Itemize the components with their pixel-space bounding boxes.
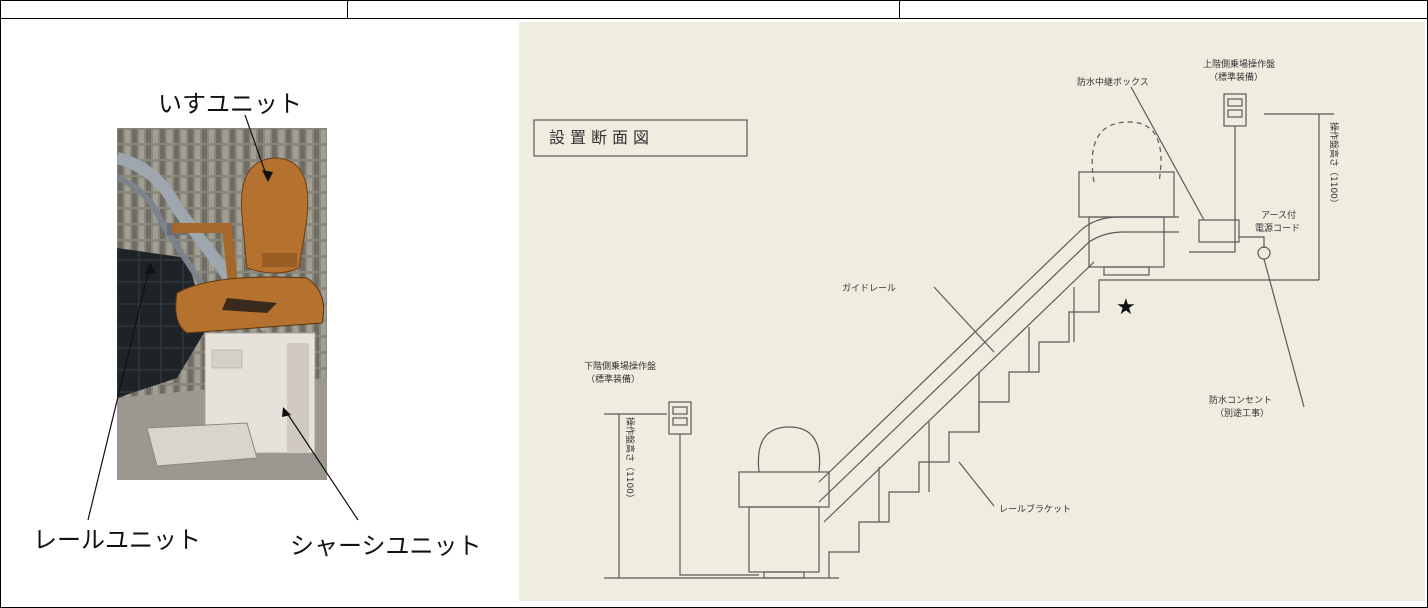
lower-height-label: 操作盤高さ（1100）	[624, 417, 636, 503]
diagram-title: 設置断面図	[549, 128, 654, 147]
title-box	[533, 119, 748, 157]
upper-panel-note: （標準装備）	[1209, 71, 1263, 83]
lower-panel-note: （標準装備）	[586, 373, 640, 385]
upper-panel-label: 上階側乗場操作盤	[1203, 58, 1275, 70]
table-row-divider	[0, 18, 1428, 19]
installation-diagram: 設置断面図 上階側乗場操作盤 （標準装備） 防水中継ボックス アース付 電源コー…	[519, 22, 1425, 601]
guide-rail-label: ガイドレール	[842, 283, 896, 294]
column-divider	[899, 0, 900, 18]
junction-box-label: 防水中継ボックス	[1077, 76, 1149, 88]
lower-panel-label: 下階側乗場操作盤	[584, 360, 656, 372]
rail-bracket-label: レールブラケット	[999, 503, 1071, 515]
star-marker: ★	[1116, 295, 1136, 320]
column-divider	[347, 0, 348, 18]
chair-unit-label: いすユニット	[158, 90, 302, 118]
upper-height-label: 操作盤高さ（1100）	[1328, 122, 1340, 208]
outlet-label: 防水コンセント	[1209, 394, 1272, 406]
chassis-unit-label: シャーシユニット	[290, 532, 482, 560]
ground-cord-label-1: アース付	[1261, 210, 1296, 221]
rail-unit-label: レールユニット	[33, 526, 201, 554]
ground-cord-label-2: 電源コード	[1255, 223, 1300, 234]
outlet-note: （別途工事）	[1215, 407, 1269, 419]
diagram-paper	[519, 22, 1425, 601]
stairlift-photo	[117, 128, 327, 480]
